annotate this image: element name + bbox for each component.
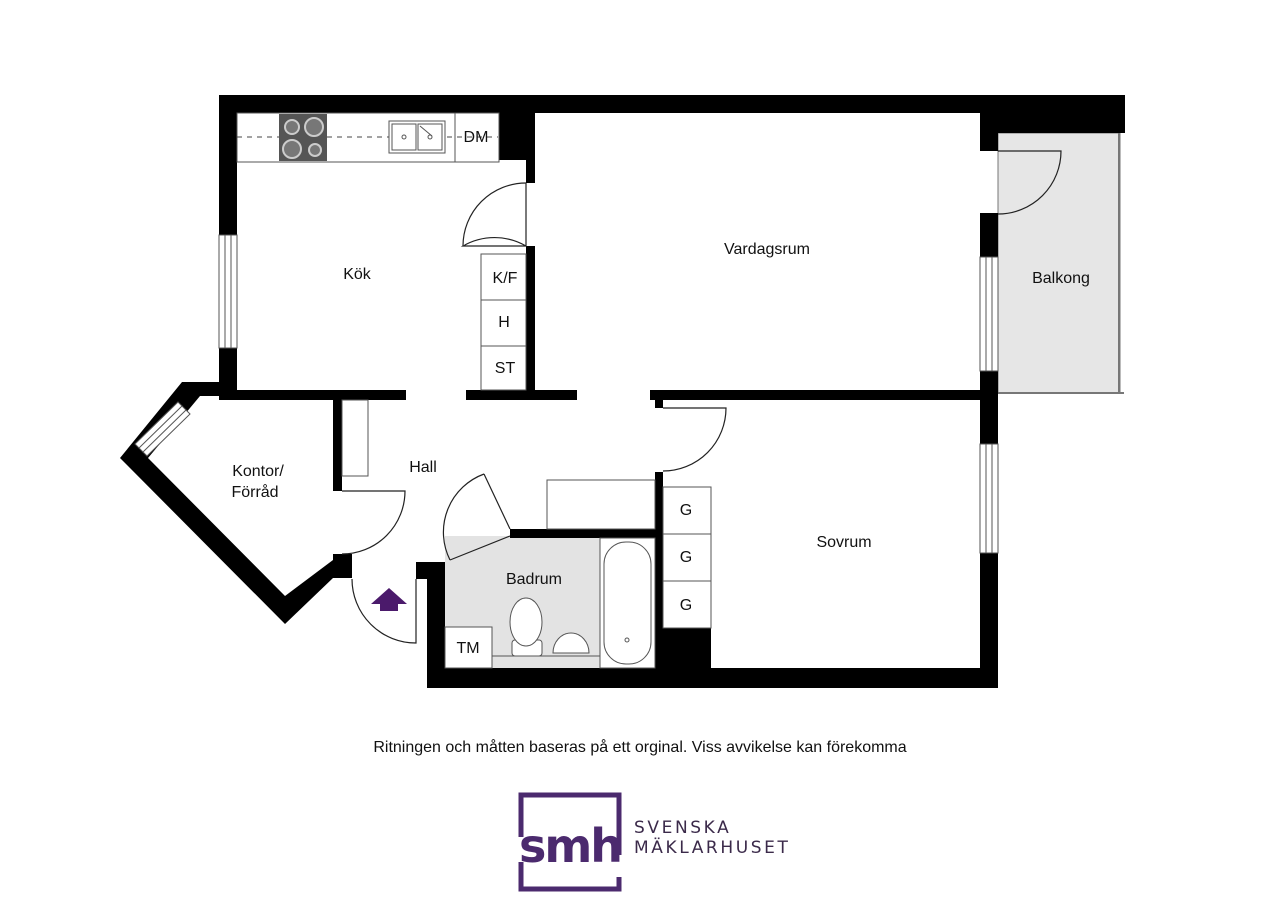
room-label-balkong: Balkong xyxy=(1032,270,1090,287)
washbasin xyxy=(552,632,590,654)
wardrobes xyxy=(341,399,712,629)
disclaimer-text: Ritningen och måtten baseras på ett orgi… xyxy=(373,739,907,756)
label-h: H xyxy=(498,314,510,331)
sink xyxy=(388,120,446,154)
room-label-hall: Hall xyxy=(409,459,437,476)
room-label-kok: Kök xyxy=(343,266,372,283)
washing-machine xyxy=(444,626,493,669)
windows xyxy=(134,234,999,554)
label-wardrobe-2: G xyxy=(680,549,692,566)
label-wardrobe-1: G xyxy=(680,502,692,519)
entrance-arrow-icon xyxy=(371,588,407,611)
doors xyxy=(341,150,1062,644)
label-fridge-freezer: K/F xyxy=(493,270,518,287)
label-wardrobe-3: G xyxy=(680,597,692,614)
room-label-forrad: Förråd xyxy=(231,483,278,501)
kitchen-appliances xyxy=(480,253,527,391)
logo-wordmark: SVENSKA MÄKLARHUSET xyxy=(634,818,791,858)
brand-logo: smh SVENSKA MÄKLARHUSET xyxy=(518,792,818,896)
room-label-sovrum: Sovrum xyxy=(816,534,871,551)
room-label-vardagsrum: Vardagsrum xyxy=(724,241,810,258)
label-washer: TM xyxy=(456,640,479,657)
logo-line2: MÄKLARHUSET xyxy=(634,838,791,858)
smh-logo-mark: smh xyxy=(518,792,622,892)
balcony-area xyxy=(997,132,1124,394)
logo-mark-text: smh xyxy=(519,819,621,873)
logo-line1: SVENSKA xyxy=(634,818,732,838)
label-st: ST xyxy=(495,360,516,377)
label-dishwasher: DM xyxy=(464,129,489,146)
walls xyxy=(120,95,1125,688)
bathroom-fixtures xyxy=(444,537,656,669)
room-label-kontor: Kontor/ xyxy=(232,463,284,480)
room-label-badrum: Badrum xyxy=(506,571,562,588)
kitchen-counter xyxy=(236,112,500,163)
